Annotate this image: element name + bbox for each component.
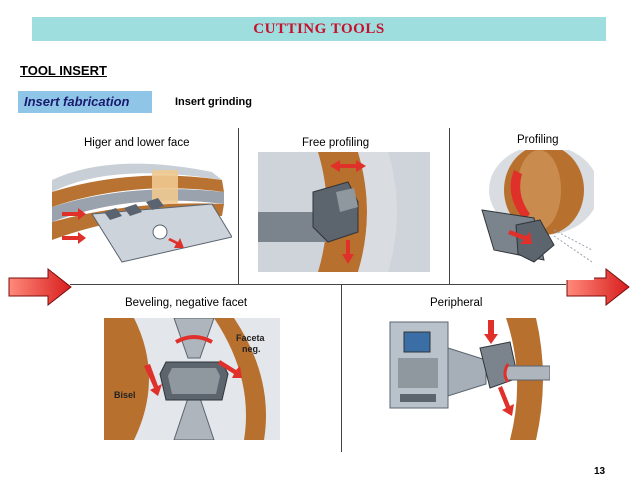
divider-vertical-1 xyxy=(238,128,239,284)
free-profiling-illustration xyxy=(258,152,430,272)
caption-beveling: Beveling, negative facet xyxy=(125,297,248,309)
divider-horizontal xyxy=(70,284,566,285)
face-grinding-illustration xyxy=(52,152,232,272)
label-bisel: Bisel xyxy=(114,390,136,400)
divider-vertical-3 xyxy=(341,284,342,452)
insert-grinding-label: Insert grinding xyxy=(175,96,252,108)
profiling-illustration xyxy=(474,150,594,280)
page-number: 13 xyxy=(594,466,606,477)
section-title: TOOL INSERT xyxy=(20,63,107,78)
flow-arrow-left-icon xyxy=(8,268,72,306)
caption-profiling: Profiling xyxy=(517,134,559,146)
peripheral-illustration xyxy=(386,318,550,440)
caption-peripheral: Peripheral xyxy=(430,297,483,309)
insert-fabrication-tab: Insert fabrication xyxy=(18,91,152,113)
label-faceta-neg: neg. xyxy=(242,344,261,354)
divider-vertical-2 xyxy=(449,128,450,284)
caption-higher-lower-face: Higer and lower face xyxy=(84,137,190,149)
slide-title-banner: CUTTING TOOLS xyxy=(32,17,606,41)
label-faceta: Faceta xyxy=(236,333,265,343)
caption-free-profiling: Free profiling xyxy=(302,137,370,149)
beveling-illustration xyxy=(104,318,280,440)
